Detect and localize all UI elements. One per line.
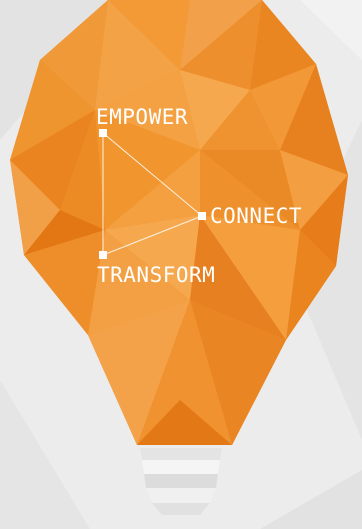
- node-transform: [99, 251, 107, 259]
- connection-lines: [102, 132, 203, 256]
- label-connect: CONNECT: [210, 204, 302, 228]
- bulb-base: [140, 448, 222, 515]
- bulb-body: [10, 0, 348, 445]
- label-empower: EMPOWER: [96, 105, 188, 129]
- node-empower: [99, 129, 107, 137]
- label-transform: TRANSFORM: [97, 263, 215, 287]
- node-connect: [198, 212, 206, 220]
